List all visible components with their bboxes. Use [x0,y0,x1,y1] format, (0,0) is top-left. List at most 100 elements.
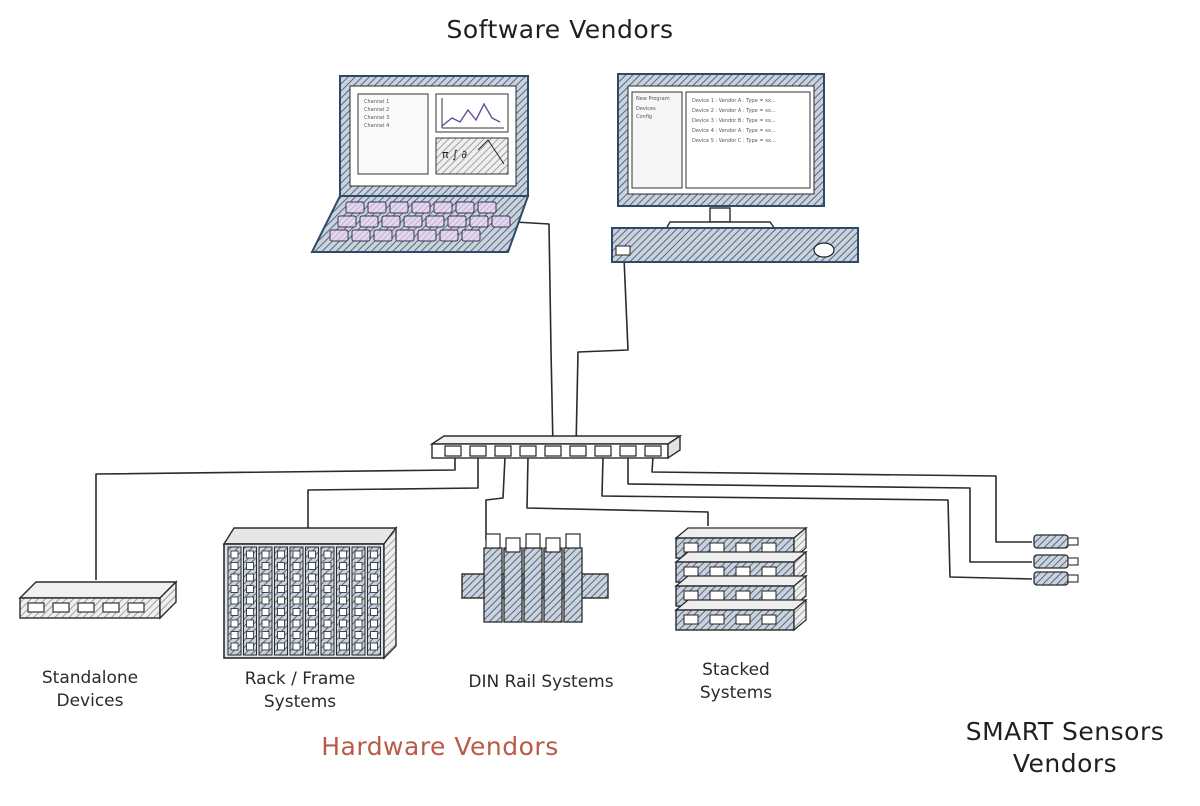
rack-port [261,550,270,559]
rack-port [308,573,316,582]
stacked-cable [526,456,709,526]
switch-port [619,445,637,457]
laptop-key [367,201,387,214]
laptop-key [373,229,393,242]
sensor-cable-1 [601,456,1033,580]
rack-port [261,596,270,605]
stacked-port [683,614,699,625]
stacked-port [761,566,777,577]
smart-sensors [1033,534,1079,586]
rack-port [323,573,332,582]
din-module-top [505,537,521,553]
rack-port [277,562,285,570]
laptop-key [477,201,497,214]
standalone-cable [95,457,456,580]
rack-port [277,585,285,593]
rack-port [354,585,363,593]
rack-port [370,596,378,605]
rack-port [292,596,301,605]
laptop-key [491,215,511,228]
rack-port [261,642,270,651]
hardware-vendors-title: Hardware Vendors [321,732,559,761]
rack-port [354,608,363,616]
rack-label-line2: Systems [263,692,337,712]
rack-port [323,550,332,559]
stacked-unit-top [674,527,808,539]
svg-text:Config: Config [636,114,652,120]
switch-port [469,445,487,457]
rack-port [339,573,347,582]
stacked-port [761,614,777,625]
rack-port [246,585,254,593]
rack-port [292,619,301,628]
rack-port [261,562,270,570]
stacked-system [674,526,808,632]
rack-port [308,608,316,616]
rack-label-line1: Rack / Frame [244,669,356,689]
laptop-key [359,215,379,228]
stacked-unit-side [793,574,807,608]
rack-port [230,619,239,628]
rack-port [230,585,239,593]
laptop-panel-list [357,93,429,175]
svg-text:New Program: New Program [636,96,670,102]
rack-port [339,619,347,628]
stacked-label-line1: Stacked [702,660,770,680]
rack-port [323,619,332,628]
rack-port [339,550,347,559]
stacked-unit-top [674,575,808,587]
rack-port [277,573,285,582]
laptop-key [425,215,445,228]
standalone-label-line1: Standalone [41,668,139,688]
rack-port [230,596,239,605]
rack-port [292,573,301,582]
rack-port [339,562,347,570]
laptop-key [411,201,431,214]
rack-port [292,631,301,639]
rack-port [246,631,254,639]
cables [95,221,1033,580]
smart-sensor-tip [1067,537,1079,546]
rack-port [323,596,332,605]
monitor-sidebar [631,91,683,189]
device-port [52,602,70,613]
rack-port [261,619,270,628]
rack-port [246,573,254,582]
rack-port [230,608,239,616]
switch-ports [444,445,662,457]
laptop-key [439,229,459,242]
rack-port [354,631,363,639]
smart-sensor [1033,571,1069,586]
rack-port [339,585,347,593]
smart-sensor [1033,554,1069,569]
laptop-key [329,229,349,242]
rack-port [354,562,363,570]
stacked-unit-side [793,550,807,584]
rack-port [230,562,239,570]
rack-port [323,608,332,616]
switch-port [444,445,462,457]
rack-port [277,550,285,559]
smart-sensors-vendors-title: SMART Sensors Vendors [930,716,1200,780]
din-module [523,547,543,623]
monitor-neck [709,207,731,223]
rack-port [370,619,378,628]
rack-port [370,550,378,559]
rack-port [308,642,316,651]
laptop-keys [329,201,511,242]
stacked-port [735,566,751,577]
rack-port [277,596,285,605]
rack-port [323,562,332,570]
desktop-cable [575,257,629,449]
stacked-systems-label: Stacked Systems [676,659,796,705]
stacked-port [709,542,725,553]
stacked-port [683,590,699,601]
standalone-ports [27,602,145,613]
rack-modules [227,546,381,656]
laptop-panel-formula [435,137,509,175]
rack-cable [307,457,479,528]
rack-port [246,562,254,570]
stacked-unit-side [793,526,807,560]
din-module-top [525,533,541,549]
